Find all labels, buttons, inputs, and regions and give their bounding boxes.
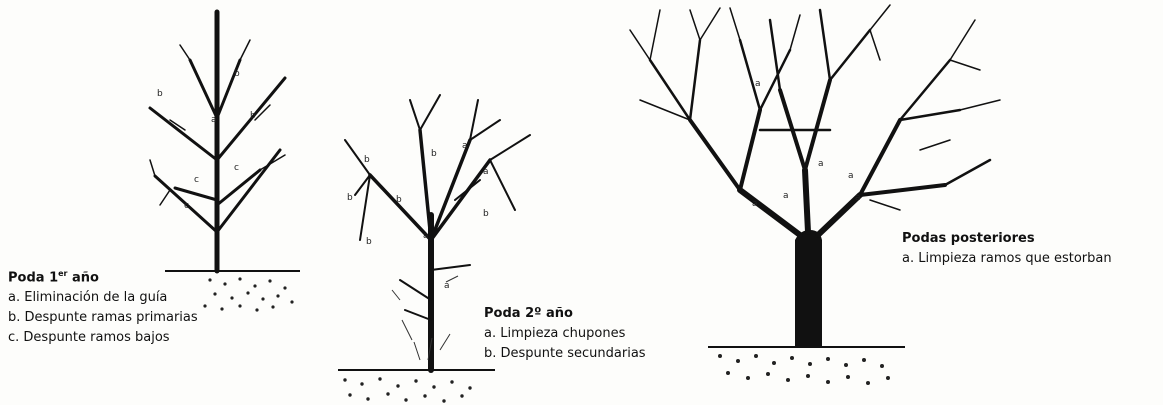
mark-a: a bbox=[855, 193, 861, 203]
caption-item: b. Despunte ramas primarias bbox=[8, 308, 258, 328]
mark-b: b bbox=[347, 193, 353, 203]
mark-b: b bbox=[234, 69, 240, 79]
mark-a: a bbox=[752, 199, 758, 209]
mark-b: b bbox=[431, 149, 437, 159]
caption-item: a. Eliminación de la guía bbox=[8, 288, 258, 308]
mark-a: a bbox=[444, 281, 450, 291]
caption-title: Poda 2º año bbox=[484, 304, 704, 324]
caption-item: b. Despunte secundarias bbox=[484, 344, 704, 364]
caption-title: Podas posteriores bbox=[902, 229, 1157, 249]
mark-c: c bbox=[234, 163, 239, 173]
mark-b: b bbox=[364, 155, 370, 165]
mark-c: c bbox=[194, 175, 199, 185]
caption-item: c. Despunte ramos bajos bbox=[8, 328, 258, 348]
caption-item: a. Limpieza chupones bbox=[484, 324, 704, 344]
caption-second-year: Poda 2º año a. Limpieza chupones b. Desp… bbox=[484, 304, 704, 364]
soil-dots-2 bbox=[343, 377, 471, 402]
mark-a: a bbox=[848, 171, 854, 181]
caption-item: a. Limpieza ramos que estorban bbox=[902, 249, 1157, 269]
mark-b: b bbox=[483, 209, 489, 219]
mark-a: a bbox=[818, 159, 824, 169]
mark-a: a bbox=[211, 115, 217, 125]
mark-c: c bbox=[184, 201, 189, 211]
caption-title: Poda 1er año bbox=[8, 264, 258, 288]
mark-a: a bbox=[462, 141, 468, 151]
mark-a: a bbox=[783, 191, 789, 201]
caption-first-year: Poda 1er año a. Eliminación de la guía b… bbox=[8, 264, 258, 348]
trunk-3 bbox=[795, 230, 822, 347]
caption-later-years: Podas posteriores a. Limpieza ramos que … bbox=[902, 229, 1157, 269]
mark-b: b bbox=[396, 195, 402, 205]
mark-b: b bbox=[366, 237, 372, 247]
mark-a: a bbox=[423, 231, 429, 241]
mark-b: b bbox=[157, 89, 163, 99]
mark-a: a bbox=[755, 79, 761, 89]
soil-dots-3 bbox=[718, 354, 890, 385]
mark-a: a bbox=[483, 167, 489, 177]
mark-b: b bbox=[250, 111, 256, 121]
